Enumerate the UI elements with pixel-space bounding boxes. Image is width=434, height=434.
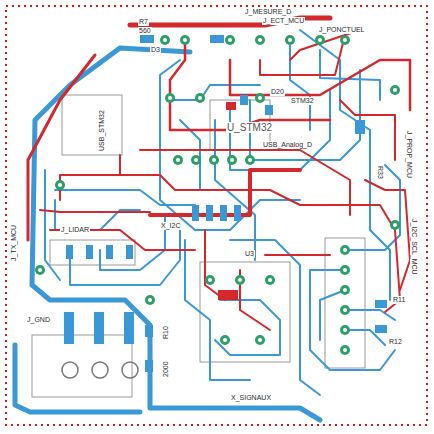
silkscreen-label: STM32 [290,97,315,105]
silkscreen-label: R10 [162,325,170,340]
silkscreen-label: R33 [376,165,384,180]
silkscreen-label: D20 [270,88,285,96]
silkscreen-label: J_MESURE_D [244,8,292,16]
silkscreen-label: 2000 [162,360,170,378]
silkscreen-label: U3 [244,250,255,258]
silkscreen-label: R11 [392,296,406,304]
silkscreen-label: USB_Analog_D [262,141,313,149]
silkscreen-label: X_I2C [160,222,181,230]
silkscreen-label: 560 [138,27,152,35]
silkscreen-label: J_LIDAR [60,226,90,234]
silkscreen-label: U_STM32 [226,122,273,133]
silkscreen-label: R7 [138,18,149,26]
silkscreen-label: J_PROP_MCU [405,130,413,179]
silkscreen-label: X_SIGNAUX [230,394,272,402]
silkscreen-label: J_PONCTUEL [318,26,366,34]
silkscreen-label: J_TX_MCU [10,224,18,262]
silkscreen-label: D3 [150,46,161,54]
silkscreen-label: J_ECT_MCU [262,17,305,25]
silkscreen-label: J_GND [26,316,51,324]
silkscreen-label: R12 [388,338,403,346]
silkscreen-label: J_I2C_SCL_MCU [410,218,418,276]
silkscreen-label: USB_STM32 [98,109,106,152]
